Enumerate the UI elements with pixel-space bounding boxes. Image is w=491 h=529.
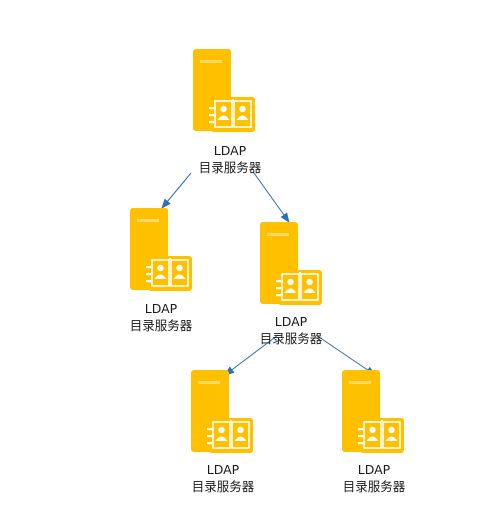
node-label-line1: LDAP [144,301,178,316]
ldap-directory-server-icon [193,49,255,132]
node-label-line2: 目录服务器 [259,331,323,346]
node-label-bottom-right: LDAP 目录服务器 [314,461,434,495]
ldap-directory-server-icon [191,370,253,453]
ldap-directory-server-icon [130,208,192,291]
node-label-line1: LDAP [206,462,240,477]
ldap-directory-server-icon [342,370,404,453]
edge-mid-to-bottom-left [224,334,279,376]
node-label-line1: LDAP [357,462,391,477]
node-label-line1: LDAP [213,143,247,158]
node-label-bottom-left: LDAP 目录服务器 [163,461,283,495]
ldap-directory-server-icon [260,222,322,305]
node-label-root: LDAP 目录服务器 [170,142,290,176]
node-label-left: LDAP 目录服务器 [101,300,221,334]
node-label-line2: 目录服务器 [191,479,255,494]
node-label-line2: 目录服务器 [342,479,406,494]
edge-root-to-mid [253,172,290,223]
edge-root-to-left [161,172,192,209]
node-label-line1: LDAP [274,314,308,329]
node-label-line2: 目录服务器 [129,318,193,333]
edge-mid-to-bottom-right [315,334,376,376]
node-label-mid: LDAP 目录服务器 [231,313,351,347]
node-label-line2: 目录服务器 [198,160,262,175]
